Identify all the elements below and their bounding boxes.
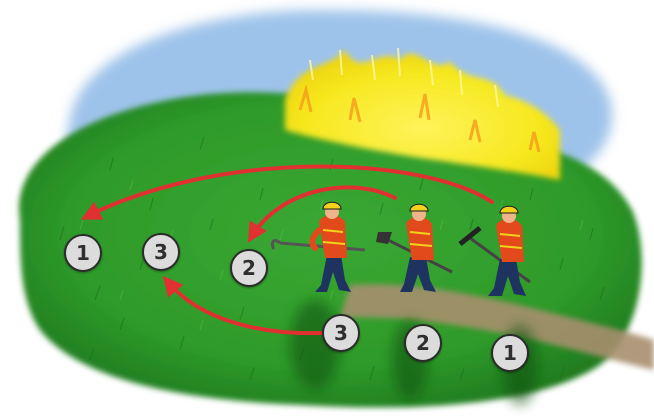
marker-end-1: 1 <box>64 234 102 272</box>
marker-end-3: 3 <box>142 233 180 271</box>
marker-start-3: 3 <box>322 314 360 352</box>
marker-start-1: 1 <box>491 334 529 372</box>
marker-start-2: 2 <box>404 324 442 362</box>
marker-end-2: 2 <box>230 249 268 287</box>
